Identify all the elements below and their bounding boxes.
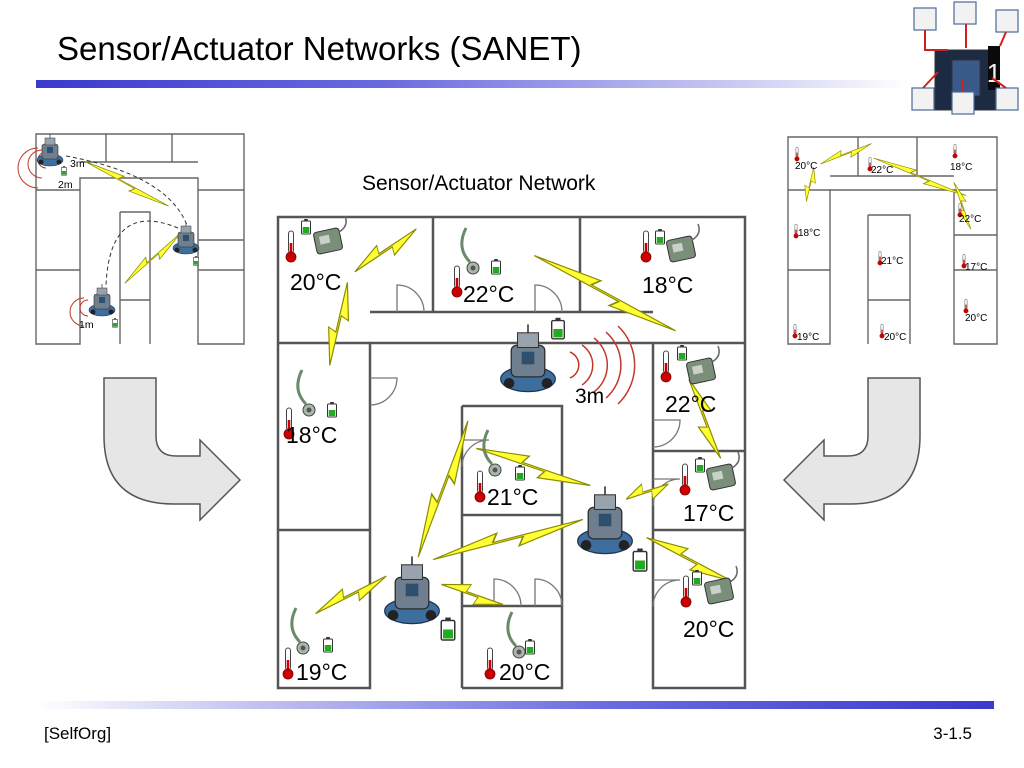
temp-label: 18°C	[286, 422, 337, 448]
battery-icon	[692, 569, 702, 586]
robot-icon	[576, 485, 634, 555]
bolt-icon	[622, 474, 673, 509]
thermometer-icon	[451, 265, 463, 298]
battery-icon	[525, 638, 535, 655]
battery-icon	[551, 317, 565, 340]
battery-icon	[112, 317, 118, 328]
right-floor-plan	[787, 136, 998, 345]
temp-label: 22°C	[463, 281, 514, 307]
sensor-icon	[685, 345, 720, 386]
left-range-label: 3m	[70, 158, 85, 170]
battery-icon	[327, 401, 337, 418]
robot-icon	[88, 283, 116, 317]
left-floor-plan	[35, 133, 245, 345]
left-range-label: 1m	[79, 319, 94, 331]
right-temp-label: 20°C	[795, 161, 817, 172]
thermometer-icon	[963, 298, 969, 314]
range-label: 3m	[575, 385, 604, 408]
temp-label: 22°C	[665, 391, 716, 417]
title-underline	[36, 80, 908, 88]
thermometer-icon	[794, 146, 800, 162]
diagram-caption: Sensor/Actuator Network	[362, 172, 596, 195]
battery-icon	[323, 636, 333, 653]
right-temp-label: 18°C	[798, 228, 820, 239]
right-temp-label: 22°C	[959, 214, 981, 225]
battery-icon	[695, 456, 705, 473]
bolt-icon	[408, 416, 478, 562]
right-temp-label: 17°C	[965, 262, 987, 273]
bolt-icon	[310, 567, 392, 623]
thermometer-icon	[679, 463, 691, 496]
thermometer-icon	[282, 647, 294, 680]
thermometer-icon	[285, 230, 297, 263]
curved-arrow-icon	[783, 377, 921, 521]
battery-icon	[301, 218, 311, 235]
battery-icon	[60, 165, 67, 176]
battery-icon	[677, 344, 687, 361]
bolt-icon	[679, 375, 730, 463]
selforg-logo: 1	[911, 1, 1019, 115]
footer-source: [SelfOrg]	[44, 724, 112, 743]
pendant-sensor-icon	[296, 368, 317, 418]
right-temp-label: 20°C	[965, 313, 987, 324]
temp-label: 20°C	[683, 616, 734, 642]
curved-arrow-icon	[103, 377, 241, 521]
sensor-icon	[312, 215, 347, 256]
range-waves	[569, 325, 636, 405]
right-temp-label: 22°C	[871, 165, 893, 176]
thermometer-icon	[484, 647, 496, 680]
left-range-waves	[17, 147, 89, 327]
bolt-icon	[81, 156, 172, 212]
robot-icon	[383, 555, 441, 625]
battery-icon	[491, 258, 501, 275]
left-range-label: 2m	[58, 179, 73, 191]
battery-icon	[193, 255, 199, 266]
pendant-sensor-icon	[290, 606, 311, 656]
temp-label: 17°C	[683, 500, 734, 526]
slide-title: Sensor/Actuator Networks (SANET)	[57, 30, 582, 67]
temp-label: 20°C	[290, 269, 341, 295]
thermometer-icon	[680, 575, 692, 608]
pendant-sensor-icon	[506, 610, 527, 660]
footer-rule	[36, 701, 994, 709]
thermometer-icon	[474, 470, 486, 503]
right-temp-label: 19°C	[797, 332, 819, 343]
temp-label: 21°C	[487, 484, 538, 510]
battery-icon	[632, 547, 648, 572]
bolt-icon	[818, 138, 874, 170]
right-temp-label: 20°C	[884, 332, 906, 343]
bolt-icon	[437, 575, 507, 614]
sensor-icon	[665, 223, 700, 264]
temp-label: 18°C	[642, 272, 693, 298]
thermometer-icon	[640, 230, 652, 263]
battery-icon	[440, 616, 456, 641]
doors	[369, 284, 681, 608]
left-robot-paths	[65, 155, 189, 286]
temp-label: 19°C	[296, 659, 347, 685]
temp-label: 20°C	[499, 659, 550, 685]
logo-number: 1	[987, 58, 1001, 88]
robot-icon	[499, 323, 557, 393]
bolt-icon	[349, 220, 423, 280]
right-temp-label: 21°C	[881, 256, 903, 267]
thermometer-icon	[660, 350, 672, 383]
battery-icon	[655, 228, 665, 245]
sensor-icon	[705, 451, 740, 492]
footer-slide-number: 3-1.5	[933, 724, 972, 743]
pendant-sensor-icon	[460, 226, 481, 276]
main-floor-plan	[276, 215, 747, 690]
right-temp-label: 18°C	[950, 162, 972, 173]
battery-icon	[515, 464, 525, 481]
bolt-icon	[120, 228, 185, 288]
thermometer-icon	[952, 143, 958, 159]
